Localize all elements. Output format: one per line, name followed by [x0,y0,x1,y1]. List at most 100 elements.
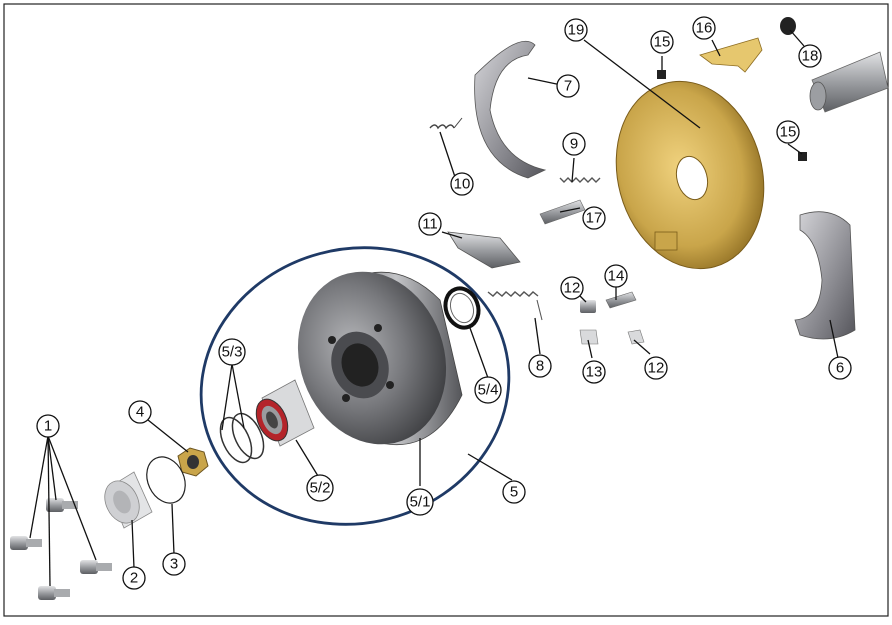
o-ring [146,456,186,504]
callout-circle [502,480,526,504]
callout-p19: 19 [564,18,588,42]
brake-shoe-lower [794,211,856,340]
callout-p5-1: 5/1 [406,488,434,516]
callout-p6: 6 [828,356,852,380]
nut-upper [657,70,666,79]
callout-label: 5/4 [478,382,499,399]
wheel-bearing [255,379,315,447]
clip-12-lower [627,329,645,345]
callout-circle [582,206,606,230]
handbrake-lever [447,231,521,269]
callout-label: 5/1 [410,494,431,511]
callout-p2: 2 [122,566,146,590]
leader-lines [29,29,839,587]
callout-circle [604,264,628,288]
callout-p17: 17 [582,206,606,230]
callout-circle [162,552,186,576]
callout-p5-3: 5/3 [218,338,246,366]
callout-p7: 7 [556,74,580,98]
callout-label: 15 [654,34,671,51]
callout-circle [406,488,434,516]
callout-label: 1 [44,418,52,435]
callout-p4: 4 [128,400,152,424]
callout-circle [122,566,146,590]
callout-circle [644,356,668,380]
callout-label: 9 [570,136,578,153]
callout-label: 16 [696,20,713,37]
brake-shoe-upper [474,40,547,179]
callout-label: 7 [564,78,572,95]
callout-circle [692,16,716,40]
callout-p14: 14 [604,264,628,288]
callout-p13: 13 [582,360,606,384]
callout-circle [528,354,552,378]
clip-13 [579,329,599,345]
callout-label: 3 [170,556,178,573]
spring-medium [559,177,601,183]
callout-label: 14 [608,268,625,285]
callout-label: 6 [836,360,844,377]
callout-label: 8 [536,358,544,375]
callout-p12a: 12 [560,276,584,300]
callout-circle [650,30,674,54]
callout-circle [556,74,580,98]
callout-circle [560,276,584,300]
callout-circle [582,360,606,384]
hub-cap [104,471,153,529]
callout-label: 19 [568,22,585,39]
lever-bracket [699,37,763,73]
callout-circle [306,474,334,502]
callout-circle [474,376,502,404]
callout-p10: 10 [450,172,474,196]
callout-p15a: 15 [650,30,674,54]
spring-small [429,117,463,130]
callout-label: 5 [510,484,518,501]
callout-p9: 9 [562,132,586,156]
circlips [219,412,265,464]
callout-label: 5/3 [222,344,243,361]
callout-circle [776,120,800,144]
callout-circle [218,338,246,366]
callout-p15b: 15 [776,120,800,144]
callout-circle [450,172,474,196]
callout-label: 4 [136,404,144,421]
nut-right [798,152,807,161]
callout-label: 15 [780,124,797,141]
hub-nut [177,447,209,477]
callout-label: 17 [586,210,603,227]
callout-p18: 18 [798,44,822,68]
callout-label: 18 [802,48,819,65]
brake-backplate [615,80,765,270]
callout-label: 13 [586,364,603,381]
rubber-cap [780,17,796,35]
callout-label: 5/2 [310,480,331,497]
callout-p5: 5 [502,480,526,504]
callout-label: 11 [422,216,438,233]
axle-stub [809,51,889,113]
callout-labels: 123455/15/25/35/467891011121213141515161… [36,16,852,590]
callout-p12b: 12 [644,356,668,380]
callout-label: 12 [564,280,581,297]
spring-long [487,291,543,321]
callout-circle [562,132,586,156]
callout-circle [828,356,852,380]
callout-circle [418,212,442,236]
callout-label: 10 [454,176,471,193]
callout-circle [564,18,588,42]
callout-p8: 8 [528,354,552,378]
callout-p3: 3 [162,552,186,576]
drum-assembly-highlight [199,246,511,526]
callout-circle [798,44,822,68]
seal-ring [443,286,481,330]
callout-p16: 16 [692,16,716,40]
callout-circle [128,400,152,424]
callout-p11: 11 [418,212,442,236]
callout-p5-2: 5/2 [306,474,334,502]
brake-drum [297,271,463,446]
clip-12-upper [580,300,596,313]
callout-p1: 1 [36,414,60,438]
callout-p5-4: 5/4 [474,376,502,404]
callout-label: 12 [648,360,665,377]
